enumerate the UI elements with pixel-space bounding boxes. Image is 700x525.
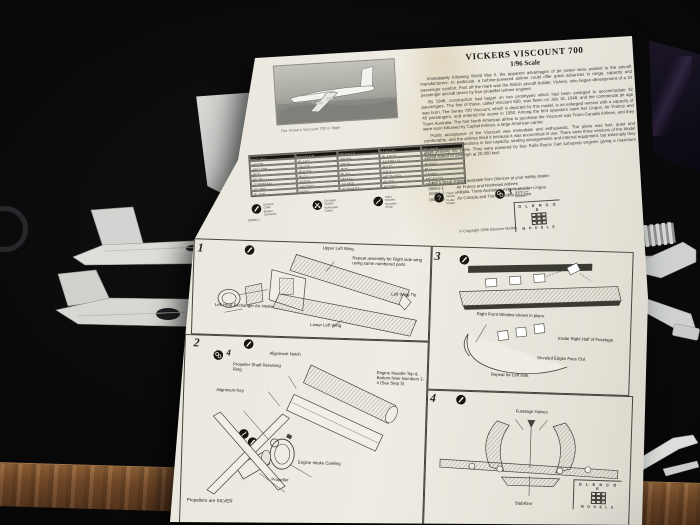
- cement-icon: [456, 394, 466, 405]
- aircraft-photo-art: [276, 66, 398, 125]
- cement-icon: [251, 204, 262, 215]
- step-3-drawing: [458, 262, 622, 375]
- model-kit-box: [648, 40, 700, 172]
- step-3-number: 3: [434, 248, 441, 264]
- brand-name: G L E N C O E: [578, 482, 618, 492]
- repeat-quantity-icon: [213, 350, 224, 360]
- brand-name: G L E N C O E: [518, 202, 558, 212]
- box-art-reflection: [652, 56, 692, 136]
- kit-part-number: 05590-1: [248, 217, 260, 223]
- step-1-drawing: [217, 254, 417, 337]
- step-3-box: 3: [427, 245, 634, 396]
- assembly-steps-grid: 1: [176, 236, 638, 525]
- brand-type: M O D E L S: [580, 504, 615, 510]
- brand-grid-mark: [530, 212, 547, 226]
- question-icon: ?: [434, 192, 445, 203]
- step-1-box: 1: [190, 238, 432, 342]
- step-4-box: 4 Fuselage Halves: [422, 389, 634, 525]
- step-4-drawing: [439, 419, 619, 496]
- aircraft-photo: [272, 58, 399, 126]
- copyright-line: © Copyright 1996 Glencoe Models: [459, 226, 518, 234]
- color-cell: NEGRO: [381, 180, 424, 189]
- brand-grid-mark: [590, 491, 606, 505]
- cement-icon: [459, 254, 470, 265]
- step-2-drawing: [206, 364, 398, 495]
- color-cell: NOIR: [297, 185, 340, 194]
- color-cell: SCHWARZ: [339, 183, 382, 191]
- title-section: The Vickers Viscount 700 in flight VICKE…: [248, 36, 648, 256]
- paint-icon: [373, 196, 384, 207]
- scissors-icon: [312, 200, 323, 211]
- label-engine-nacelle-note: Engine Nacelle Top & Bottom Note Numbers…: [376, 370, 425, 386]
- brand-type: M O D E L S: [522, 224, 556, 231]
- step-1-number: 1: [197, 240, 204, 255]
- cement-icon: [244, 245, 255, 255]
- decal-icon: [495, 189, 506, 200]
- instruction-sheet: The Vickers Viscount 700 in flight VICKE…: [170, 36, 648, 525]
- glencoe-logo-top: G L E N C O E M O D E L S: [513, 199, 562, 233]
- step-2-box: 2 4: [178, 334, 429, 525]
- cement-icon: [243, 339, 254, 349]
- instruction-sheet-wrap: The Vickers Viscount 700 in flight VICKE…: [150, 20, 650, 525]
- glencoe-logo-bottom: G L E N C O E M O D E L S: [572, 479, 622, 511]
- svg-text:?: ?: [437, 195, 441, 202]
- label-retaining-ring: Propeller Shaft Retaining Ring: [232, 361, 281, 372]
- step-4-number: 4: [429, 390, 437, 405]
- label-stabilizer: Stabilizer: [514, 500, 533, 507]
- tape-ring-object: [0, 206, 28, 252]
